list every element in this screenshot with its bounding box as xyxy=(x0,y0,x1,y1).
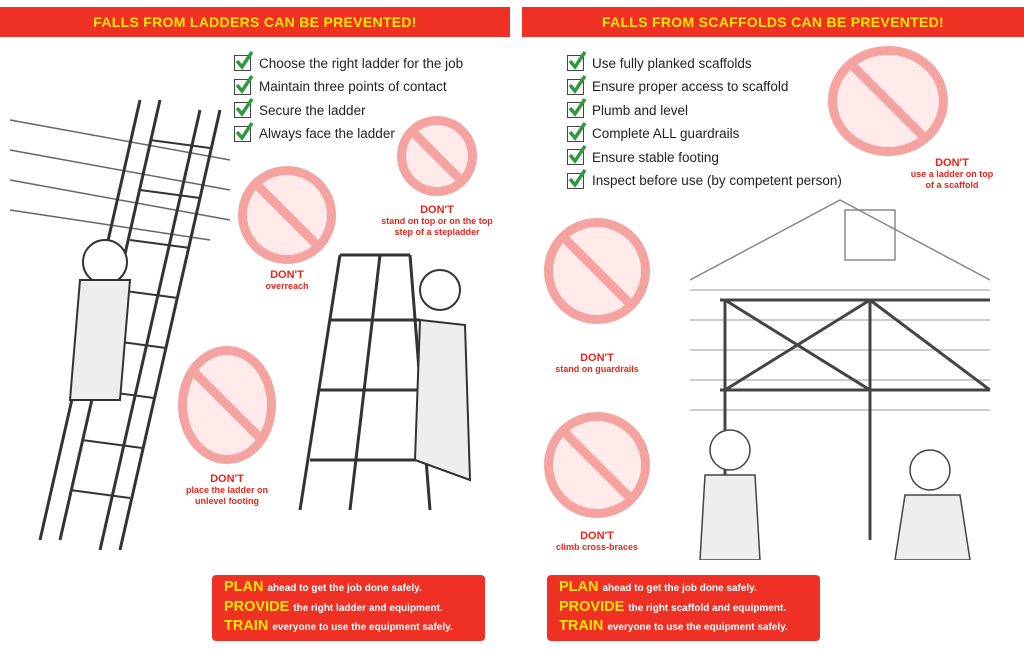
provide-key: PROVIDE xyxy=(224,598,290,615)
prohibition-sign-icon xyxy=(544,218,650,324)
checkmark-icon xyxy=(567,51,587,72)
plan-text: ahead to get the job done safely. xyxy=(267,583,422,594)
checkmark-icon xyxy=(234,121,254,142)
prohibition-sign-icon xyxy=(238,166,336,264)
checklist-item: Ensure proper access to scaffold xyxy=(567,74,842,98)
provide-key: PROVIDE xyxy=(559,598,625,615)
checklist-text: Always face the ladder xyxy=(259,126,395,142)
train-key: TRAIN xyxy=(224,618,269,634)
checkmark-icon xyxy=(567,145,587,166)
checkmark-icon xyxy=(234,74,254,95)
checklist-text: Complete ALL guardrails xyxy=(592,126,740,142)
plan-key: PLAN xyxy=(224,579,264,595)
scaffolds-header: FALLS FROM SCAFFOLDS CAN BE PREVENTED! xyxy=(522,7,1024,37)
scaffold-checklist: Use fully planked scaffolds Ensure prope… xyxy=(567,51,842,192)
checklist-text: Ensure stable footing xyxy=(592,149,719,165)
checkmark-icon xyxy=(234,98,254,119)
train-text: everyone to use the equipment safely. xyxy=(272,622,453,633)
train-text: everyone to use the equipment safely. xyxy=(607,622,788,633)
ladders-header: FALLS FROM LADDERS CAN BE PREVENTED! xyxy=(0,7,510,37)
provide-text: the right ladder and equipment. xyxy=(293,602,443,614)
checklist-item: Maintain three points of contact xyxy=(234,74,463,98)
checklist-item: Inspect before use (by competent person) xyxy=(567,168,842,192)
checklist-item: Choose the right ladder for the job xyxy=(234,51,464,74)
scaffold-illustration xyxy=(690,199,990,560)
checklist-text: Plumb and level xyxy=(592,102,689,118)
ladder-illustration xyxy=(9,99,472,551)
prohibition-sign-icon xyxy=(397,116,477,196)
checkmark-icon xyxy=(567,98,587,119)
checklist-item: Use fully planked scaffolds xyxy=(567,51,842,74)
checklist-text: Ensure proper access to scaffold xyxy=(592,79,789,95)
checklist-item: Always face the ladder xyxy=(234,121,463,145)
checkmark-icon xyxy=(234,51,254,72)
prohibition-sign-icon xyxy=(828,46,948,156)
ladder-checklist: Choose the right ladder for the job Main… xyxy=(234,51,464,145)
plan-key: PLAN xyxy=(559,579,599,595)
checklist-text: Secure the ladder xyxy=(259,102,366,118)
plan-text: ahead to get the job done safely. xyxy=(602,583,757,594)
train-key: TRAIN xyxy=(559,618,604,634)
checkmark-icon xyxy=(567,74,587,95)
prohibition-sign-icon xyxy=(178,346,276,464)
checklist-text: Maintain three points of contact xyxy=(259,79,447,95)
checklist-item: Plumb and level xyxy=(567,98,842,121)
provide-text: the right scaffold and equipment. xyxy=(628,602,787,614)
checklist-item: Complete ALL guardrails xyxy=(567,121,842,145)
checklist-item: Secure the ladder xyxy=(234,98,463,121)
checklist-text: Choose the right ladder for the job xyxy=(259,55,464,71)
checkmark-icon xyxy=(567,168,587,189)
checklist-text: Inspect before use (by competent person) xyxy=(592,173,842,189)
checklist-item: Ensure stable footing xyxy=(567,145,842,168)
checklist-text: Use fully planked scaffolds xyxy=(592,55,752,71)
checkmark-icon xyxy=(567,121,587,142)
prohibition-sign-icon xyxy=(544,412,650,518)
